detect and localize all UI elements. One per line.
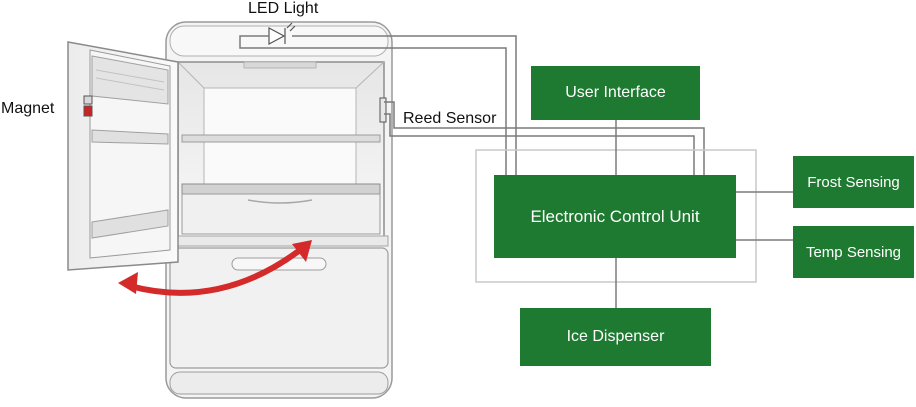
temp-sensing-block: Temp Sensing (793, 226, 914, 278)
fridge-door (67, 41, 179, 271)
magnet-icon (83, 95, 93, 117)
reed-sensor-label: Reed Sensor (403, 110, 497, 127)
user-interface-block: User Interface (531, 66, 700, 120)
ice-dispenser-block: Ice Dispenser (520, 308, 711, 366)
wiring (239, 35, 793, 308)
led-light-label: LED Light (248, 0, 319, 17)
reed-sensor-icon (379, 97, 387, 123)
door-swing-arrow (118, 240, 312, 296)
user-interface-label: User Interface (565, 84, 666, 101)
electronic-control-unit-block: Electronic Control Unit (494, 175, 736, 258)
fridge-body (165, 21, 393, 399)
frost-sensing-label: Frost Sensing (807, 173, 900, 191)
electronic-control-unit-label: Electronic Control Unit (530, 206, 700, 226)
temp-sensing-label: Temp Sensing (805, 243, 902, 261)
ice-dispenser-label: Ice Dispenser (566, 328, 665, 345)
magnet-label: Magnet (1, 100, 55, 117)
frost-sensing-block: Frost Sensing (793, 156, 914, 208)
